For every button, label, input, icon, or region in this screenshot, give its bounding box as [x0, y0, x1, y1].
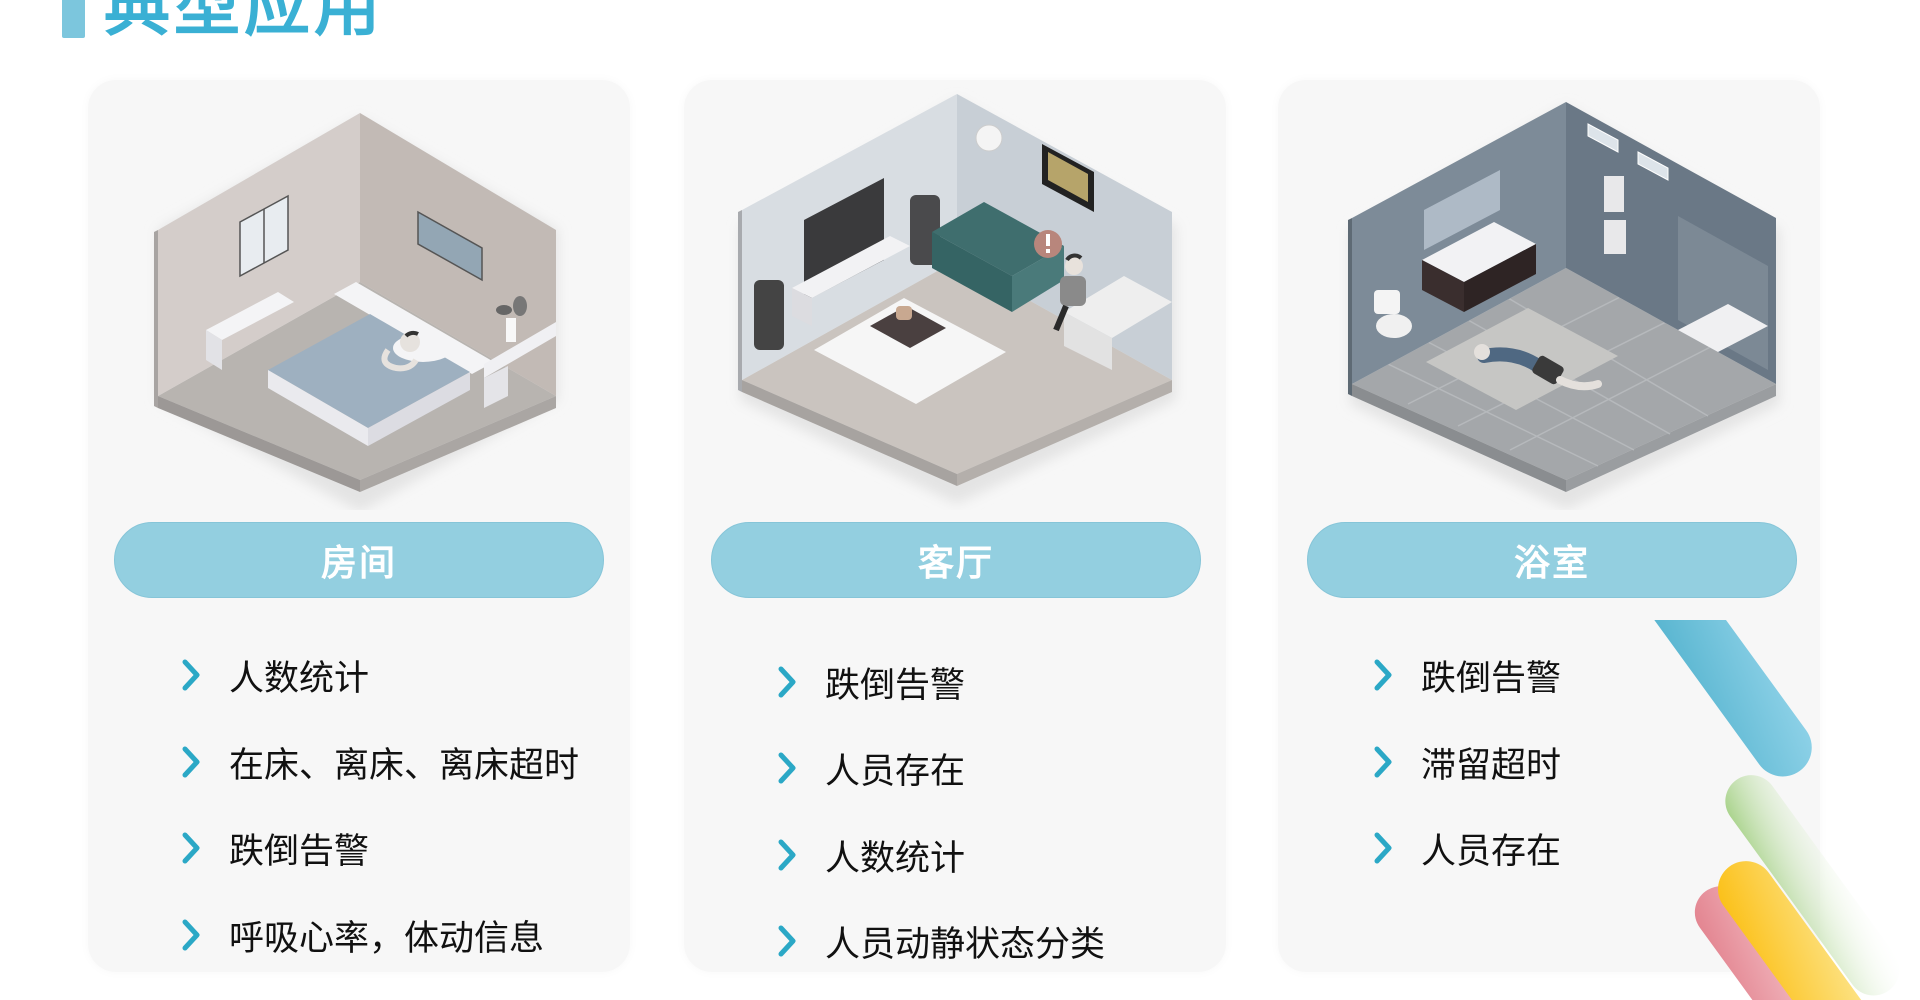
feature-label: 人数统计 [825, 838, 966, 879]
card-bathroom: 浴室 跌倒告警 滞留超时 人员存在 [1278, 80, 1820, 972]
feature-label: 人数统计 [229, 658, 370, 699]
chevron-right-icon [1374, 832, 1392, 864]
chevron-right-icon [182, 746, 200, 778]
decorative-stripes [1646, 620, 1900, 1000]
feature-label: 人员动静状态分类 [825, 924, 1106, 965]
card-bedroom: 房间 人数统计 在床、离床、离床超时 跌倒告警 呼吸心率，体动信息 [88, 80, 630, 972]
list-item: 人数统计 [776, 830, 965, 880]
feature-label: 人员存在 [825, 751, 966, 792]
chevron-right-icon [1374, 659, 1392, 691]
chevron-right-icon [182, 919, 200, 951]
feature-label: 跌倒告警 [229, 831, 370, 872]
list-item: 人员存在 [776, 743, 965, 793]
living-room-illustration [738, 94, 1176, 504]
feature-label: 人员存在 [1421, 831, 1562, 872]
chevron-right-icon [1374, 746, 1392, 778]
feature-label: 呼吸心率，体动信息 [229, 918, 545, 959]
bathroom-illustration [1348, 102, 1780, 510]
list-item: 跌倒告警 [1372, 650, 1561, 700]
chevron-right-icon [778, 925, 796, 957]
chevron-right-icon [778, 752, 796, 784]
category-pill-bathroom: 浴室 [1307, 522, 1797, 598]
feature-label: 跌倒告警 [1421, 658, 1562, 699]
feature-label: 滞留超时 [1421, 745, 1562, 786]
category-pill-bedroom: 房间 [114, 522, 604, 598]
card-living-room: 客厅 跌倒告警 人员存在 人数统计 人员动静状态分类 [684, 80, 1226, 972]
category-pill-living-room: 客厅 [711, 522, 1201, 598]
list-item: 呼吸心率，体动信息 [180, 910, 544, 960]
list-item: 跌倒告警 [180, 823, 369, 873]
chevron-right-icon [778, 666, 796, 698]
list-item: 人员动静状态分类 [776, 916, 1105, 966]
bedroom-illustration [154, 113, 558, 510]
list-item: 跌倒告警 [776, 657, 965, 707]
chevron-right-icon [182, 659, 200, 691]
chevron-right-icon [182, 832, 200, 864]
list-item: 在床、离床、离床超时 [180, 737, 579, 787]
title-accent-bar [62, 0, 85, 38]
page-title: 典型应用 [104, 0, 384, 45]
list-item: 人员存在 [1372, 823, 1561, 873]
feature-label: 跌倒告警 [825, 665, 966, 706]
list-item: 滞留超时 [1372, 737, 1561, 787]
feature-label: 在床、离床、离床超时 [229, 745, 580, 786]
list-item: 人数统计 [180, 650, 369, 700]
chevron-right-icon [778, 839, 796, 871]
